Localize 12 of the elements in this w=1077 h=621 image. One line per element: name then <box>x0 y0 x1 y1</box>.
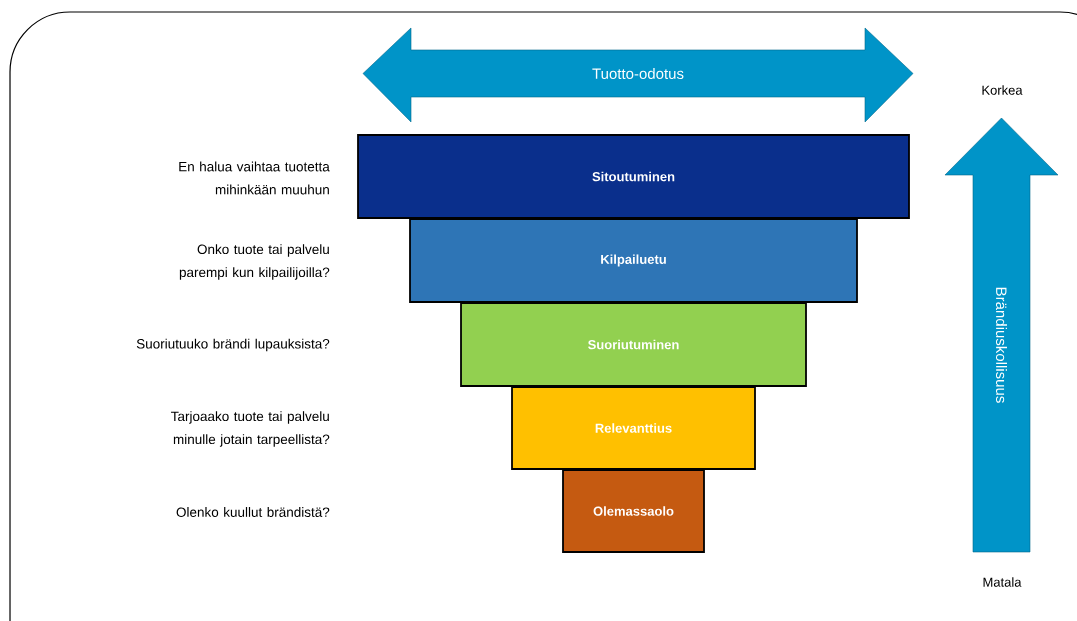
funnel-bar: Kilpailuetu <box>409 218 858 303</box>
question-text: Onko tuote tai palvelu parempi kun kilpailijoilla? <box>179 244 330 280</box>
funnel-bar: Olemassaolo <box>562 469 705 553</box>
question-text: Tarjoaako tuote tai palvelu minulle jotain tarpeellista? <box>171 411 330 447</box>
question-text: En halua vaihtaa tuotetta mihinkään muuhun <box>179 161 330 195</box>
question-text: Olenko kuullut brändistä? <box>176 507 330 517</box>
question-text: Suoriutuuko brändi lupauksista? <box>136 338 330 352</box>
scale-label: Matala <box>983 577 1022 587</box>
funnel-bar: Relevanttius <box>511 386 756 470</box>
scale-label: Korkea <box>982 85 1023 95</box>
funnel-bar: Sitoutuminen <box>357 134 910 219</box>
funnel-bar: Suoriutuminen <box>460 302 807 387</box>
